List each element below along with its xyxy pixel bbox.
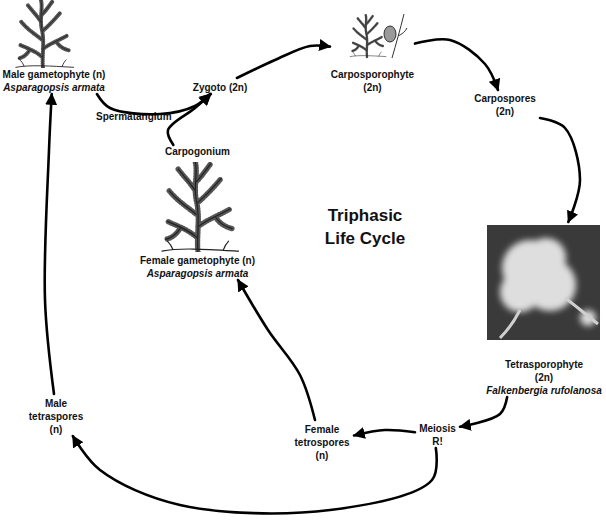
stage-label: Female tetrospores (n): [290, 423, 354, 462]
edge-label: Spermatangium: [96, 110, 172, 123]
male-gametophyte-drawing: [16, 0, 74, 68]
stage-label: Falkenbergia rufolanosa: [486, 384, 602, 397]
tuft-lobe: [526, 238, 566, 278]
female-gametophyte-drawing: [162, 162, 239, 252]
stage-label: Asparagopsis armata: [147, 267, 249, 280]
stage-label: Carpogonium: [165, 145, 230, 158]
stage-label: Carpospores (2n): [470, 92, 540, 118]
life-cycle-arrow: [168, 94, 211, 145]
stage-label: Meiosis R!: [415, 422, 460, 448]
life-stage-node: CarpogoniumFemale gametophyte (n)Asparag…: [140, 145, 255, 280]
carposporophyte-drawing: [350, 14, 407, 58]
life-cycle-arrow: [540, 118, 580, 222]
life-cycle-arrow: [73, 436, 437, 513]
life-stage-node: Zygoto (2n): [185, 78, 255, 94]
connector-group: [45, 39, 580, 513]
life-cycle-arrow: [238, 280, 315, 420]
life-stage-node: Male gametophyte (n)Asparagopsis armata: [0, 2, 108, 94]
carposporophyte-host: [350, 15, 386, 57]
stage-label: Zygoto (2n): [193, 81, 247, 94]
life-stage-node: Male tetraspores (n): [25, 394, 87, 436]
life-stage-node: Carposporophyte (2n): [330, 2, 415, 94]
stage-label: Female gametophyte (n): [140, 254, 255, 267]
diagram-title: Triphasic Life Cycle: [315, 204, 415, 250]
stage-label: Male tetraspores (n): [25, 397, 87, 436]
life-stage-node: Meiosis R!: [415, 420, 460, 448]
cystocarp: [384, 26, 396, 42]
stage-label: Asparagopsis armata: [3, 81, 105, 94]
carposporophyte-branch: [392, 14, 407, 58]
tuft-lobe: [500, 272, 540, 312]
stage-label: Tetrasporophyte (2n): [499, 358, 589, 384]
photo-background: [487, 225, 600, 340]
life-cycle-arrow: [237, 46, 330, 78]
stage-label: Male gametophyte (n): [3, 68, 106, 81]
life-cycle-arrow: [415, 39, 498, 90]
life-cycle-arrow: [45, 94, 54, 394]
life-cycle-arrow: [460, 397, 507, 427]
life-cycle-arrow: [354, 430, 415, 435]
stage-label: Carposporophyte (2n): [330, 68, 415, 94]
life-stage-node: Tetrasporophyte (2n)Falkenbergia rufolan…: [485, 222, 603, 397]
life-stage-node: Female tetrospores (n): [290, 420, 354, 462]
tuft-branch: [500, 298, 598, 338]
life-stage-node: Carpospores (2n): [470, 90, 540, 118]
tetrasporophyte-photo: [487, 225, 600, 340]
